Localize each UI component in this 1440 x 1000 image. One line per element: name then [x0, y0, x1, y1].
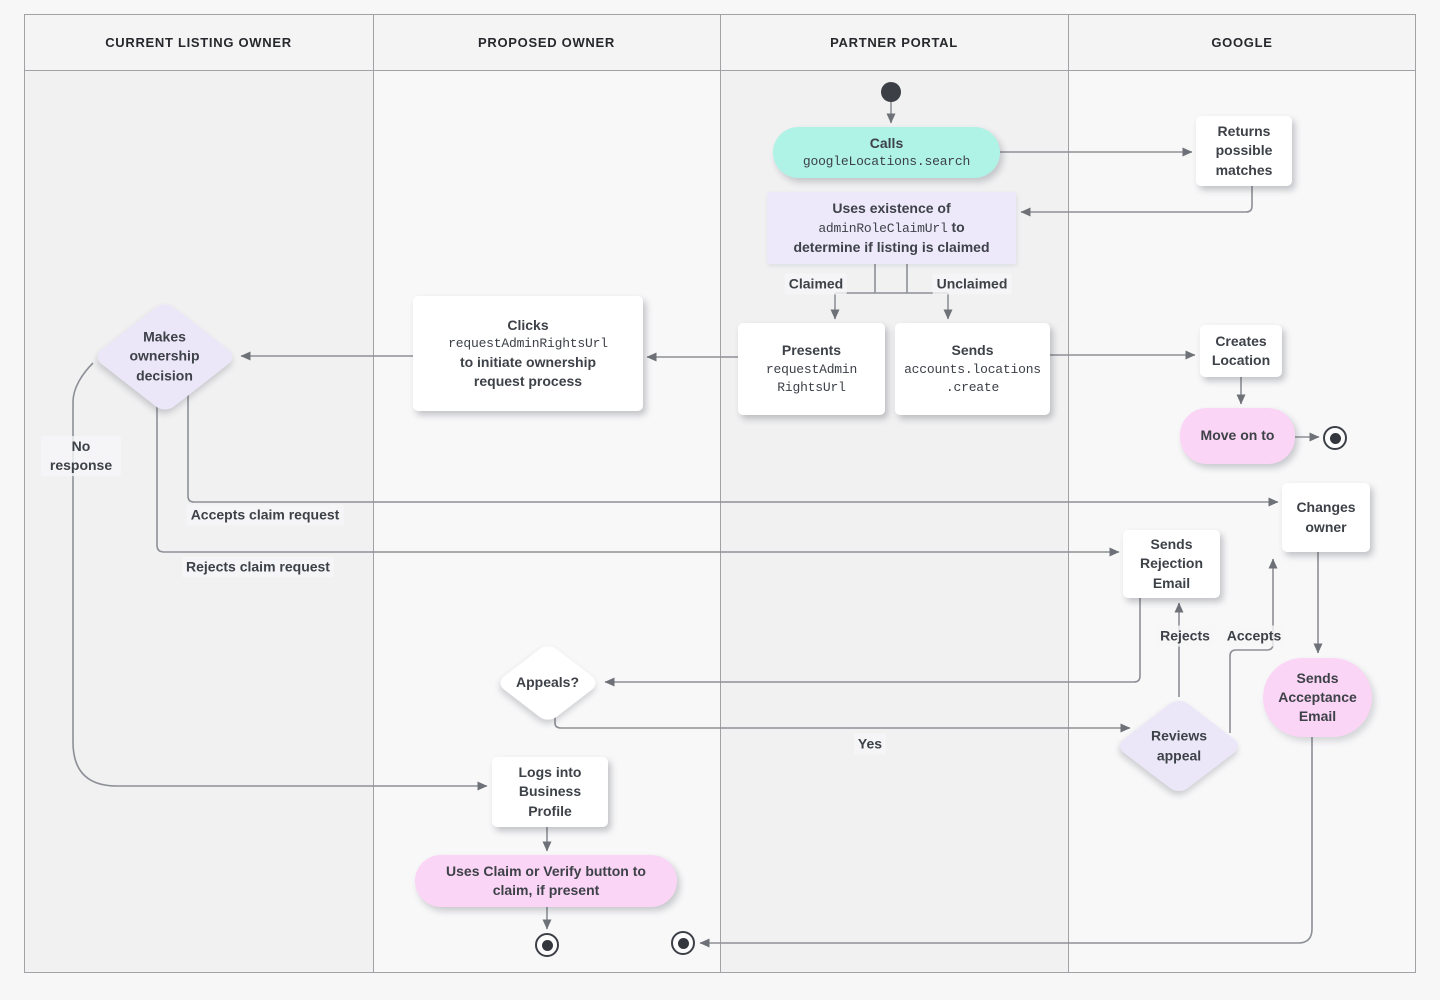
node-code-label: googleLocations.search	[802, 154, 971, 170]
node-sends-rejection-email: Sends Rejection Email	[1123, 530, 1220, 598]
node-code-label: requestAdmin	[765, 361, 858, 377]
node-label: Move on to	[1200, 427, 1275, 444]
node-label: Clicks	[507, 316, 549, 333]
lane-header-google: GOOGLE	[1211, 34, 1273, 50]
node-code-label: requestAdminRightsUrl	[448, 335, 608, 351]
node-reviews-appeal: Reviews appeal	[1114, 697, 1244, 795]
end-node-partner-portal	[671, 931, 695, 955]
end-node-dot	[1329, 432, 1341, 444]
node-appeals-decision: Appeals?	[494, 641, 601, 724]
node-label: Logs into Business Profile	[518, 764, 582, 819]
node-label: Uses Claim or Verify button to claim, if…	[446, 862, 646, 898]
node-label: Sends Rejection Email	[1139, 536, 1203, 591]
node-returns-possible-matches: Returns possible matches	[1196, 116, 1292, 186]
node-uses-existence-adminroleclaimurl: Uses existence of adminRoleClaimUrl to d…	[767, 192, 1016, 264]
node-label: Presents	[781, 342, 842, 359]
node-logs-into-business-profile: Logs into Business Profile	[492, 757, 608, 827]
node-label: Uses existence of	[832, 199, 951, 216]
lane-header-proposed-owner: PROPOSED OWNER	[478, 34, 615, 50]
header-divider	[24, 70, 1416, 71]
node-label: Sends Acceptance Email	[1278, 669, 1357, 725]
node-label: request process	[473, 373, 583, 390]
edge-label-accepts-claim-request: Accepts claim request	[186, 504, 344, 526]
lane-header-partner-portal: PARTNER PORTAL	[830, 34, 958, 50]
node-label: to	[947, 219, 965, 236]
node-label: Returns possible matches	[1215, 123, 1273, 178]
node-creates-location: Creates Location	[1200, 325, 1282, 377]
node-code-label: RightsUrl	[777, 379, 846, 395]
node-label: Creates Location	[1211, 332, 1271, 368]
edge-label-rejects-claim-request: Rejects claim request	[182, 556, 334, 578]
lane-divider	[373, 14, 374, 973]
end-node-proposed-owner	[535, 933, 559, 957]
node-sends-acceptance-email: Sends Acceptance Email	[1263, 658, 1372, 737]
edge-label-unclaimed: Unclaimed	[932, 273, 1012, 295]
node-label: Appeals?	[515, 673, 580, 690]
end-node-google	[1323, 426, 1347, 450]
node-changes-owner: Changes owner	[1282, 483, 1370, 552]
node-code-label: .create	[945, 379, 1000, 395]
lane-header-current-listing-owner: CURRENT LISTING OWNER	[105, 34, 292, 50]
end-node-dot	[541, 939, 553, 951]
node-label: to initiate ownership	[459, 353, 597, 370]
end-node-dot	[677, 937, 689, 949]
node-label: Reviews appeal	[1150, 727, 1208, 763]
node-code-label: adminRoleClaimUrl	[818, 221, 948, 237]
node-uses-claim-or-verify: Uses Claim or Verify button to claim, if…	[415, 855, 677, 907]
edge-label-no-response: No response	[41, 436, 121, 476]
node-label: Makes ownership decision	[129, 328, 200, 384]
node-sends-accounts-locations-create: Sends accounts.locations .create	[895, 323, 1050, 415]
lane-divider	[1068, 14, 1069, 973]
edge-label-rejects: Rejects	[1156, 625, 1214, 647]
lane-divider	[720, 14, 721, 973]
node-makes-ownership-decision: Makes ownership decision	[92, 300, 237, 413]
node-label: Sends	[951, 342, 994, 359]
node-label: determine if listing is claimed	[793, 238, 990, 255]
node-calls-googlelocations-search: Calls googleLocations.search	[773, 127, 1000, 178]
node-label: Calls	[869, 134, 904, 151]
start-node	[881, 82, 901, 102]
node-presents-requestadminrightsurl: Presents requestAdmin RightsUrl	[738, 323, 885, 415]
node-clicks-requestadminrightsurl: Clicks requestAdminRightsUrl to initiate…	[413, 296, 643, 411]
edge-label-claimed: Claimed	[784, 273, 848, 295]
node-label: Changes owner	[1296, 499, 1356, 535]
node-code-label: accounts.locations	[904, 361, 1041, 377]
node-label-line: adminRoleClaimUrl to	[818, 218, 964, 238]
edge-label-accepts: Accepts	[1222, 625, 1286, 647]
edge-label-yes: Yes	[853, 733, 887, 755]
node-move-on-to: Move on to	[1180, 408, 1295, 464]
